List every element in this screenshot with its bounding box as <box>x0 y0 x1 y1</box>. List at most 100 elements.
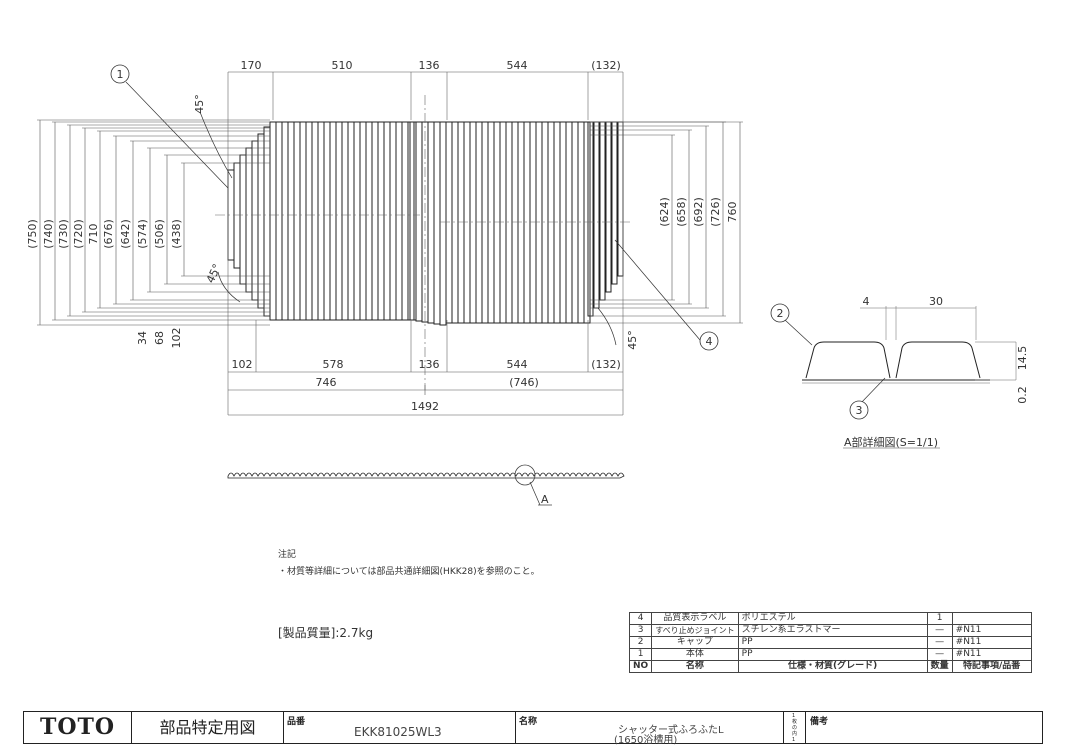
detail-dim-pitch: 30 <box>929 295 943 308</box>
slat <box>287 121 295 321</box>
slat <box>487 121 495 324</box>
dim-left-750: (750) <box>26 219 39 249</box>
slat <box>389 121 397 321</box>
part-name: 品質表示ラベル <box>651 612 739 625</box>
dim-top-136: 136 <box>419 59 440 72</box>
detail-caption: A部詳細図(S=1/1) <box>844 435 938 449</box>
dim-top-544: 544 <box>507 59 528 72</box>
slat <box>505 121 513 324</box>
slat <box>571 121 579 324</box>
left-dimension-labels: (750) (740) (730) (720) 710 (676) (642) … <box>26 219 183 348</box>
slat <box>593 121 600 309</box>
dim-left-676: (676) <box>102 219 115 249</box>
table-row: 3 すべり止めジョイント スチレン系エラストマー — #N11 <box>628 624 1032 637</box>
slat <box>577 121 585 324</box>
slat <box>529 121 537 324</box>
dim-left-102: 102 <box>170 328 183 349</box>
slat <box>433 121 441 325</box>
slat <box>517 121 525 324</box>
part-spec: スチレン系エラストマー <box>737 624 928 637</box>
part-number: EKK81025WL3 <box>354 725 442 739</box>
dim-left-720: (720) <box>72 219 85 249</box>
slat <box>317 121 325 321</box>
dim-bottom-544: 544 <box>507 358 528 371</box>
detail-ref-label: A <box>541 493 549 506</box>
slat <box>445 121 453 324</box>
slat <box>535 121 543 324</box>
slat <box>541 121 549 324</box>
slat <box>511 121 519 324</box>
part-name: 本体 <box>651 648 739 661</box>
slat <box>233 162 241 269</box>
slat <box>293 121 301 321</box>
dim-bottom-136: 136 <box>419 358 440 371</box>
notes-line-1: ・材質等詳細については部品共通詳細図(HKK28)を参照のこと。 <box>278 567 540 577</box>
part-name: キャップ <box>651 636 739 649</box>
dim-right-624: (624) <box>658 197 671 227</box>
callout-circles <box>110 64 869 420</box>
dim-left-740: (740) <box>42 219 55 249</box>
slat <box>359 121 367 321</box>
slat <box>565 121 573 324</box>
detail-dim-base: 0.2 <box>1016 386 1029 404</box>
part-name: すべり止めジョイント <box>651 624 739 637</box>
slat <box>559 121 567 324</box>
brand-logo: TOTO <box>24 712 132 743</box>
slat <box>311 121 319 321</box>
vertical-dimension-lines <box>37 119 743 326</box>
detail-dimension-labels: 4 30 14.5 0.2 A部詳細図(S=1/1) <box>844 295 1029 449</box>
remarks-cell: 備考 <box>806 712 1042 743</box>
dim-half-746: 746 <box>316 376 337 389</box>
part-no: 4 <box>628 612 653 625</box>
dim-right-692: (692) <box>692 197 705 227</box>
dimension-lines <box>228 71 623 416</box>
slat <box>415 121 423 322</box>
slat <box>493 121 501 324</box>
slat <box>617 121 624 277</box>
part-qty: — <box>926 636 953 649</box>
product-name-label: 名称 <box>519 717 538 727</box>
slat <box>341 121 349 321</box>
dim-left-68: 68 <box>153 331 166 345</box>
dim-right-760: 760 <box>726 202 739 223</box>
dim-bottom-132: (132) <box>591 358 621 371</box>
slat <box>457 121 465 324</box>
slat <box>583 121 591 324</box>
dim-left-506: (506) <box>153 219 166 249</box>
title-block: TOTO 部品特定用図 品番 EKK81025WL3 名称 シャッター式ふろふた… <box>23 711 1043 746</box>
slat <box>365 121 373 321</box>
slat <box>383 121 391 321</box>
slat <box>401 121 409 321</box>
callout-2: 2 <box>777 307 784 320</box>
top-dimension-labels: 170 510 136 544 (132) <box>241 59 621 72</box>
slat <box>427 121 435 324</box>
right-dimension-labels: (624) (658) (692) (726) 760 <box>658 197 739 227</box>
notes-heading: 注記 <box>278 550 297 560</box>
dim-left-574: (574) <box>136 219 149 249</box>
callout-labels: 1 4 2 3 <box>117 68 863 417</box>
page-cell: 1枚の内1 <box>784 712 806 743</box>
dim-right-658: (658) <box>675 197 688 227</box>
product-weight: [製品質量]:2.7kg <box>278 626 374 640</box>
slat <box>523 121 531 324</box>
slat <box>263 126 271 317</box>
slat <box>239 154 247 285</box>
part-remark: #N11 <box>951 624 1032 637</box>
dim-total-1492: 1492 <box>411 400 439 413</box>
header-no: NO <box>628 660 653 673</box>
extension-lines <box>215 72 630 415</box>
part-remark: #N11 <box>951 648 1032 661</box>
slat <box>269 121 277 321</box>
angle-bottom-right: 45° <box>626 330 639 350</box>
header-remark: 特記事項/品番 <box>951 660 1032 673</box>
dim-half-746-ref: (746) <box>509 376 539 389</box>
profile-wave <box>227 472 625 479</box>
slat <box>439 121 447 326</box>
slat <box>451 121 459 324</box>
table-header-row: NO 名称 仕様・材質(グレード) 数量 特記事項/品番 <box>628 660 1032 673</box>
part-spec: PP <box>737 648 928 661</box>
slat <box>481 121 489 324</box>
header-spec: 仕様・材質(グレード) <box>737 660 928 673</box>
slat <box>347 121 355 321</box>
dim-top-510: 510 <box>332 59 353 72</box>
